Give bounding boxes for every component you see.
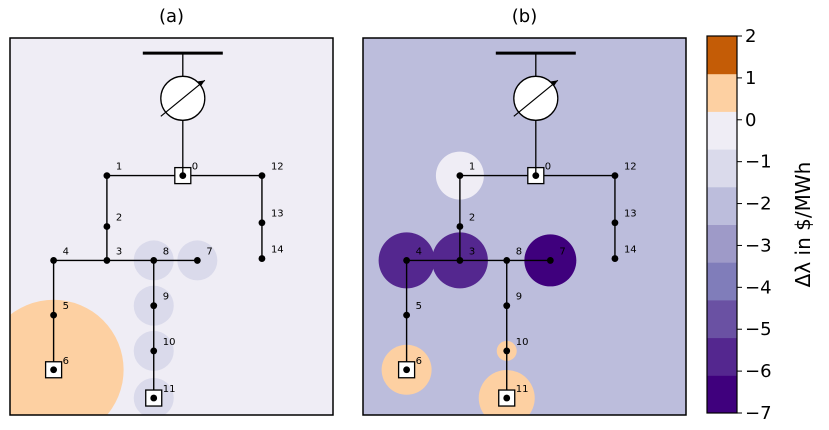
colorbar-band-1 bbox=[707, 337, 737, 376]
node-label-1: 1 bbox=[469, 162, 475, 173]
colorbar-band-8 bbox=[707, 73, 737, 112]
bus-node-14 bbox=[258, 255, 266, 262]
transformer-arrowhead bbox=[197, 80, 205, 87]
bus-node-11 bbox=[150, 394, 158, 402]
colorbar-band-3 bbox=[707, 262, 737, 301]
node-label-7: 7 bbox=[559, 246, 565, 257]
colorbar-band-4 bbox=[707, 224, 737, 263]
node-label-12: 12 bbox=[624, 162, 637, 173]
bus-node-9 bbox=[150, 302, 158, 310]
panel-2-title: (b) bbox=[512, 6, 537, 27]
colorbar-tick-label: −1 bbox=[745, 152, 772, 173]
node-label-14: 14 bbox=[624, 245, 637, 256]
bus-node-4 bbox=[50, 257, 58, 264]
colorbar-band-0 bbox=[707, 375, 737, 414]
transformer-arrow bbox=[160, 79, 206, 117]
bus-node-0 bbox=[532, 172, 540, 180]
bus-node-1 bbox=[456, 172, 464, 180]
bus-node-12 bbox=[258, 172, 266, 180]
transformer-arrowhead bbox=[550, 80, 558, 87]
bus-node-6 bbox=[403, 366, 411, 374]
bus-node-2 bbox=[103, 223, 111, 230]
bus-node-6 bbox=[50, 366, 58, 374]
node-label-10: 10 bbox=[163, 337, 176, 348]
bus-node-1 bbox=[103, 172, 111, 180]
node-label-13: 13 bbox=[271, 209, 284, 220]
colorbar-tick-label: 2 bbox=[745, 26, 756, 47]
transformer-arrow bbox=[513, 79, 559, 117]
node-label-13: 13 bbox=[624, 209, 637, 220]
bus-node-13 bbox=[258, 219, 266, 227]
bus-node-2 bbox=[456, 223, 464, 230]
node-label-10: 10 bbox=[516, 337, 529, 348]
node-label-4: 4 bbox=[63, 246, 69, 257]
node-label-6: 6 bbox=[416, 356, 422, 367]
node-label-1: 1 bbox=[116, 162, 122, 173]
node-label-5: 5 bbox=[63, 301, 69, 312]
node-label-8: 8 bbox=[516, 246, 522, 257]
node-label-7: 7 bbox=[206, 246, 212, 257]
bus-node-8 bbox=[150, 257, 158, 264]
bus-node-11 bbox=[503, 394, 511, 402]
bus-node-0 bbox=[179, 172, 187, 180]
colorbar-label: Δλ in $/MWh bbox=[791, 162, 815, 288]
bus-node-5 bbox=[50, 311, 58, 319]
bus-node-3 bbox=[456, 257, 464, 264]
node-label-8: 8 bbox=[163, 246, 169, 257]
colorbar-tick-label: 1 bbox=[745, 68, 756, 89]
node-label-6: 6 bbox=[63, 356, 69, 367]
bus-node-10 bbox=[503, 347, 511, 355]
node-label-2: 2 bbox=[469, 213, 475, 224]
bus-node-5 bbox=[403, 311, 411, 319]
bus-node-8 bbox=[503, 257, 511, 264]
bus-node-13 bbox=[611, 219, 619, 227]
colorbar-band-7 bbox=[707, 111, 737, 150]
node-label-12: 12 bbox=[271, 162, 284, 173]
colorbar-tick-label: −6 bbox=[745, 361, 772, 382]
colorbar-band-6 bbox=[707, 149, 737, 188]
bus-node-7 bbox=[546, 257, 554, 264]
node-label-3: 3 bbox=[469, 246, 475, 257]
bus-node-3 bbox=[103, 257, 111, 264]
colorbar-tick-label: −5 bbox=[745, 319, 772, 340]
colorbar-tick-label: −7 bbox=[745, 403, 772, 424]
node-label-9: 9 bbox=[163, 292, 169, 303]
panel-1-frame bbox=[9, 37, 334, 416]
panel-2-frame bbox=[362, 37, 687, 416]
bus-node-10 bbox=[150, 347, 158, 355]
node-label-11: 11 bbox=[516, 384, 529, 395]
colorbar-tick-label: −4 bbox=[745, 277, 772, 298]
panel-1-title: (a) bbox=[159, 6, 184, 27]
node-label-3: 3 bbox=[116, 246, 122, 257]
colorbar-frame bbox=[706, 35, 738, 414]
colorbar-tick-label: −3 bbox=[745, 235, 772, 256]
colorbar-band-2 bbox=[707, 299, 737, 339]
colorbar-tick-label: −2 bbox=[745, 194, 772, 215]
node-label-9: 9 bbox=[516, 292, 522, 303]
colorbar-tick-label: 0 bbox=[745, 110, 756, 131]
bus-node-7 bbox=[193, 257, 201, 264]
node-label-11: 11 bbox=[163, 384, 176, 395]
node-label-0: 0 bbox=[192, 162, 198, 173]
bus-node-14 bbox=[611, 255, 619, 262]
colorbar-band-9 bbox=[707, 36, 737, 75]
bus-node-12 bbox=[611, 172, 619, 180]
contour-blob-node-6 bbox=[10, 299, 124, 415]
node-label-4: 4 bbox=[416, 246, 422, 257]
node-label-0: 0 bbox=[545, 162, 551, 173]
bus-node-9 bbox=[503, 302, 511, 310]
node-label-14: 14 bbox=[271, 245, 284, 256]
node-label-5: 5 bbox=[416, 301, 422, 312]
bus-node-4 bbox=[403, 257, 411, 264]
node-label-2: 2 bbox=[116, 213, 122, 224]
colorbar-band-5 bbox=[707, 186, 737, 225]
